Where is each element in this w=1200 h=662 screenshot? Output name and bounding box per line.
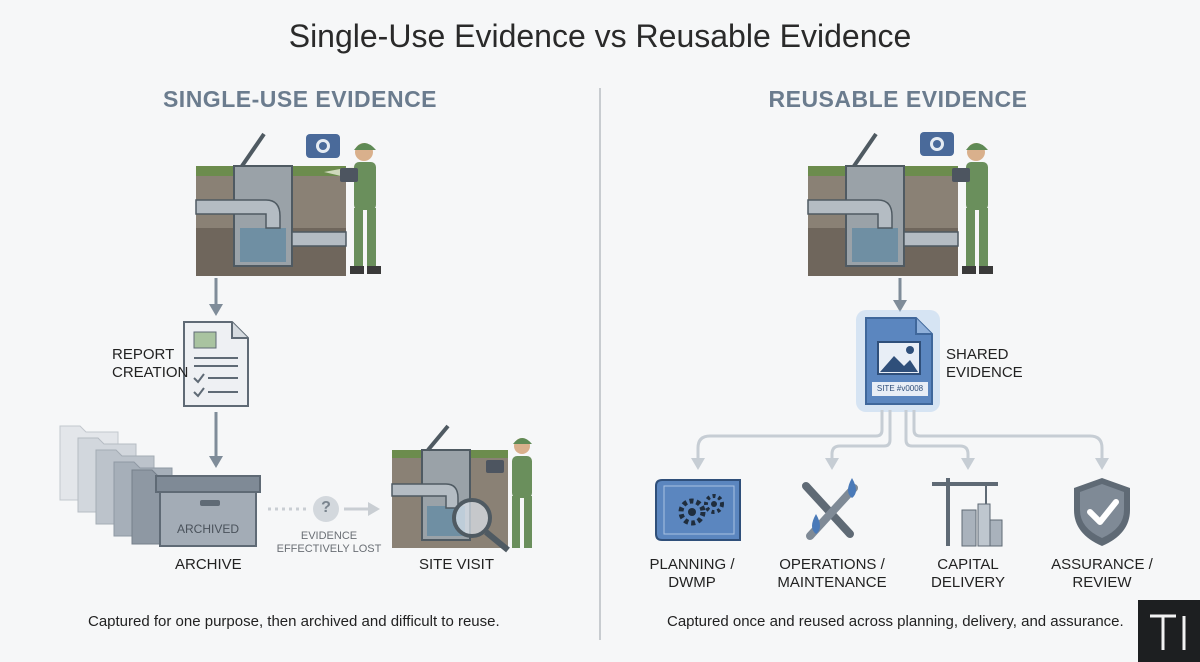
right-caption: Captured once and reused across planning… — [667, 613, 1124, 630]
page-title: Single-Use Evidence vs Reusable Evidence — [288, 18, 912, 54]
left-heading: SINGLE-USE EVIDENCE — [162, 86, 438, 112]
arrow-down-2 — [209, 412, 223, 468]
manhole-inspection-scene-right — [807, 132, 993, 276]
right-heading: REUSABLE EVIDENCE — [768, 86, 1028, 112]
lost-question-mark: ? — [321, 499, 331, 516]
site-visit-label: SITE VISIT — [419, 556, 495, 573]
arrow-down-right — [893, 278, 907, 312]
report-document-icon — [183, 321, 249, 407]
archived-box-label: ARCHIVED — [176, 522, 239, 536]
manhole-inspection-scene-left — [195, 132, 381, 276]
archived-folders-icon — [59, 425, 261, 547]
shared-evidence-label: SHARED EVIDENCE — [946, 346, 1023, 381]
distribution-arrows — [691, 410, 1109, 470]
wrench-droplets-icon — [802, 478, 858, 540]
shared-evidence-icon — [856, 310, 940, 412]
lost-dotted-arrow — [268, 496, 380, 522]
evidence-lost-label: EVIDENCE EFFECTIVELY LOST — [276, 530, 382, 555]
use-label-assurance: ASSURANCE /REVIEW — [1051, 556, 1153, 591]
report-creation-label: REPORT CREATION — [112, 346, 189, 381]
crane-building-icon — [932, 478, 1003, 547]
left-caption: Captured for one purpose, then archived … — [88, 613, 500, 630]
site-visit-scene — [391, 424, 532, 553]
brand-logo — [1138, 600, 1200, 662]
arrow-down-1 — [209, 278, 223, 316]
use-label-planning: PLANNING /DWMP — [649, 556, 735, 591]
archive-label: ARCHIVE — [175, 556, 242, 573]
use-label-operations: OPERATIONS /MAINTENANCE — [777, 556, 887, 591]
blueprint-gears-icon — [655, 479, 741, 541]
brand-logo-mark-icon — [1150, 614, 1186, 650]
site-tag: SITE #v0008 — [876, 384, 924, 393]
section-divider — [599, 88, 601, 640]
shield-check-icon — [1074, 478, 1130, 546]
